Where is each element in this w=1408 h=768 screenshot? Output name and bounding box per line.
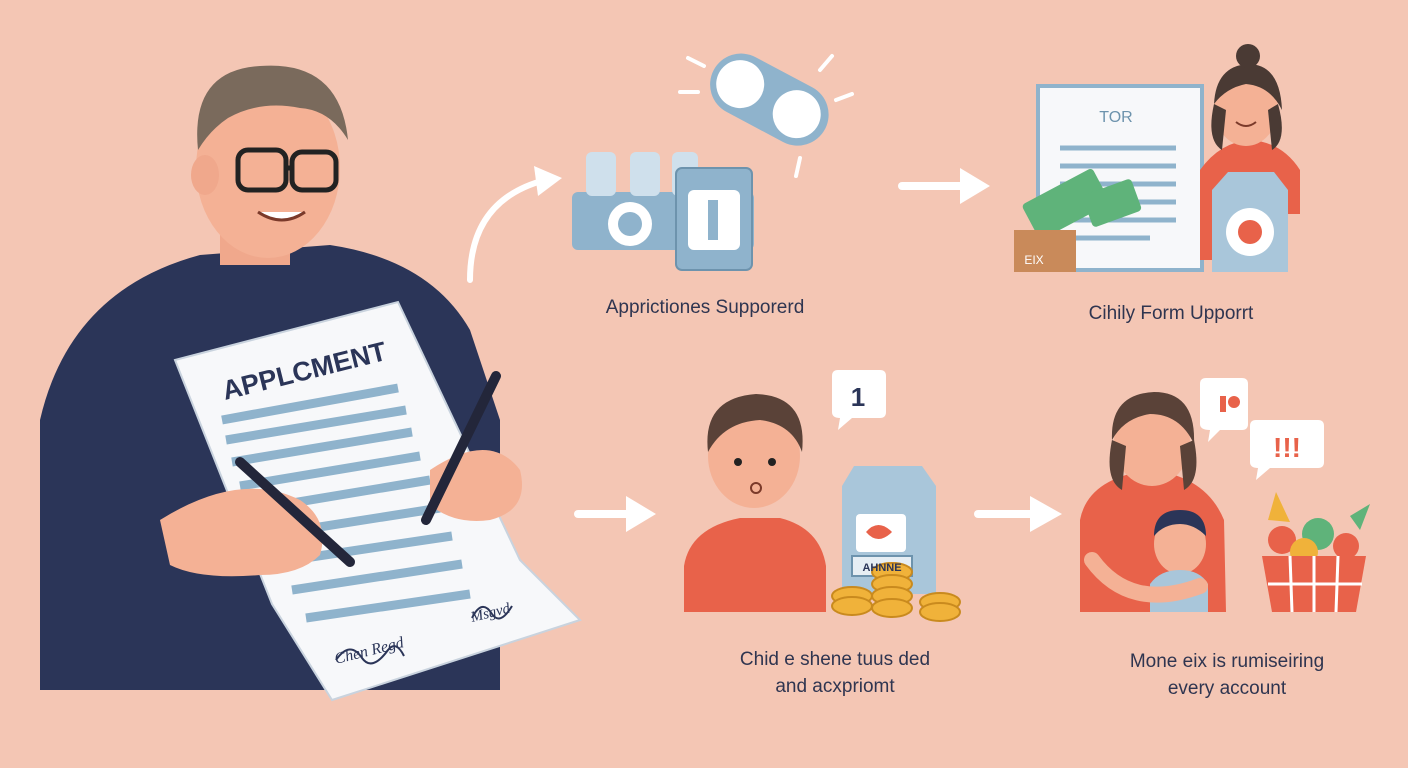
money-bill-icon — [678, 53, 854, 178]
bubble-number: 1 — [851, 382, 865, 412]
bubble-alert: !!! — [1273, 432, 1301, 463]
right-arrow-icon-2 — [574, 496, 656, 532]
milk-carton-icon — [1212, 172, 1288, 272]
man-hands-pens — [160, 371, 522, 577]
step4-caption: Mone eix is rumiseiring every account — [1082, 648, 1372, 702]
child-figure — [684, 394, 826, 612]
step3-caption: Chid e shene tuus ded and acxpriomt — [690, 646, 980, 700]
step3-caption-line1: Chid e shene tuus ded — [739, 649, 931, 670]
cash-bills-icon — [1014, 168, 1142, 272]
right-arrow-icon — [898, 168, 990, 204]
curved-arrow-icon — [467, 166, 562, 283]
right-arrow-icon-3 — [974, 496, 1062, 532]
document-heading: TOR — [1099, 109, 1132, 126]
step1-caption: Apprictiones Supporerd — [605, 297, 805, 318]
step3-caption-line2: and acxpriomt — [775, 676, 895, 697]
coins-icon — [831, 562, 961, 622]
grocery-basket-icon — [1262, 492, 1370, 613]
bottles-icon — [572, 152, 754, 271]
food-carton-icon — [842, 466, 936, 594]
box-label: EIX — [1024, 253, 1043, 267]
step4-caption-line2: every account — [1167, 678, 1287, 699]
mother-child-figure — [1080, 392, 1226, 612]
application-form — [173, 300, 582, 702]
step4-caption-line1: Mone eix is rumiseiring — [1129, 651, 1325, 672]
speech-bubble-icon — [832, 370, 886, 430]
step2-caption: Cihily Form Upporrt — [1088, 303, 1254, 324]
carton-label: AHNNE — [862, 562, 901, 574]
speech-bubbles-icon — [1200, 378, 1324, 480]
